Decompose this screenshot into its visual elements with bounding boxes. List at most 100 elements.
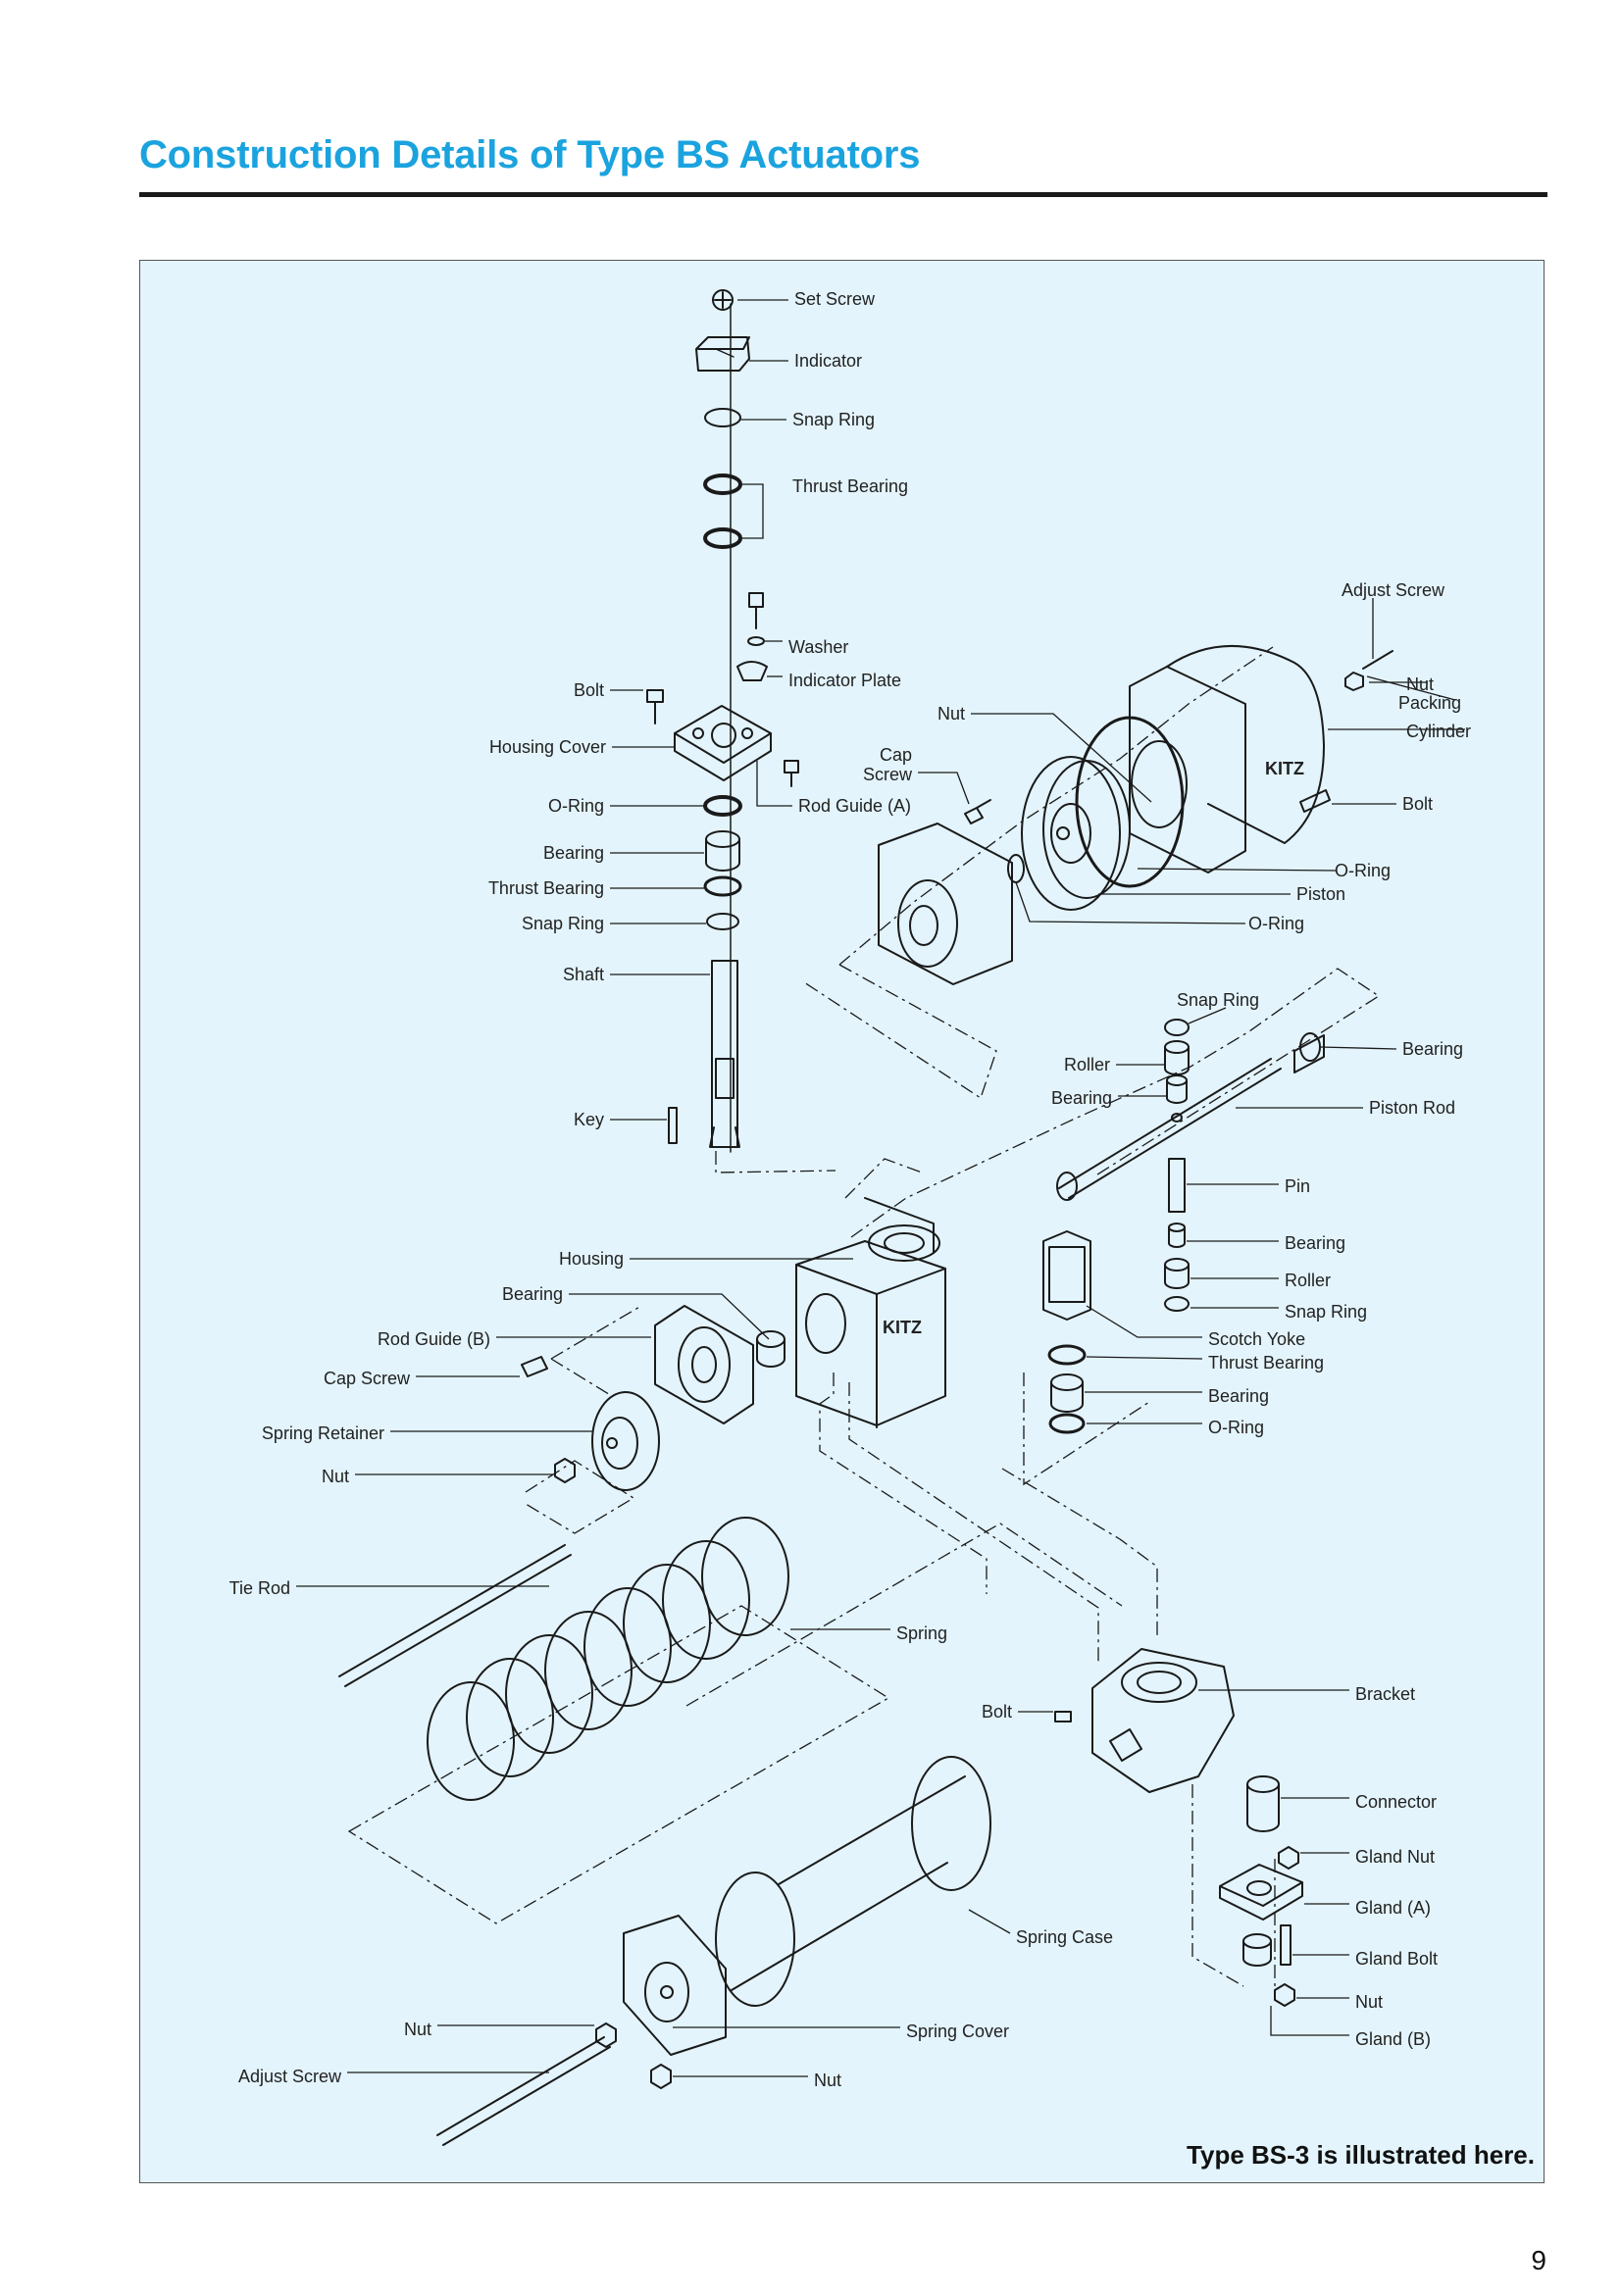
indicator-part	[695, 336, 750, 372]
label-piston-rod: Piston Rod	[1369, 1098, 1455, 1118]
label-piston: Piston	[1296, 884, 1345, 904]
bracket-part	[1091, 1648, 1235, 1793]
label-pin: Pin	[1285, 1176, 1310, 1196]
shaft-part	[709, 960, 740, 1148]
parts-drawing: KITZ	[338, 289, 1393, 2146]
svg-text:KITZ: KITZ	[883, 1318, 922, 1337]
label-nut: Nut	[814, 2071, 841, 2090]
rod-guide-a-part	[878, 823, 1013, 985]
label-o-ring: O-Ring	[1335, 861, 1391, 880]
label-gland-b: Gland (B)	[1355, 2029, 1431, 2049]
label-housing-cover: Housing Cover	[489, 737, 606, 757]
spring-case-part	[715, 1756, 991, 2007]
label-shaft: Shaft	[563, 965, 604, 984]
label-nut: Nut	[1355, 1992, 1383, 2012]
leader-line	[971, 713, 1152, 803]
label-bearing: Bearing	[1051, 1088, 1112, 1108]
label-bearing: Bearing	[1208, 1386, 1269, 1406]
label-connector: Connector	[1355, 1792, 1437, 1812]
label-snap-ring: Snap Ring	[1285, 1302, 1367, 1322]
label-washer: Washer	[788, 637, 848, 657]
cylinder-part: KITZ	[1129, 645, 1325, 873]
piston-rod-part	[1056, 1032, 1325, 1201]
spring-retainer-part	[591, 1391, 660, 1491]
label-spring-cover: Spring Cover	[906, 2021, 1009, 2041]
leader-line	[569, 1293, 770, 1340]
title-rule	[139, 192, 1547, 197]
page-number: 9	[1531, 2245, 1546, 2275]
svg-text:KITZ: KITZ	[1265, 759, 1304, 778]
leader-line	[1188, 1007, 1227, 1024]
label-spring-retainer: Spring Retainer	[262, 1423, 384, 1443]
label-o-ring: O-Ring	[1248, 914, 1304, 933]
label-gland-a: Gland (A)	[1355, 1898, 1431, 1918]
label-roller: Roller	[1064, 1055, 1110, 1074]
label-snap-ring: Snap Ring	[792, 410, 875, 429]
leader-line	[1086, 1305, 1202, 1338]
snap-ring-part	[704, 408, 741, 427]
housing-part: KITZ	[795, 1197, 946, 1428]
label-nut: Nut	[937, 704, 965, 724]
label-cap-screw: Cap Screw	[324, 1369, 411, 1388]
label-cylinder: Cylinder	[1406, 722, 1471, 741]
label-bearing: Bearing	[1402, 1039, 1463, 1059]
thrust-bearing-part	[703, 474, 742, 495]
leader-line	[740, 483, 764, 539]
leader-line	[1319, 1046, 1397, 1050]
assembly-guides	[347, 646, 1381, 1998]
label-bearing: Bearing	[1285, 1233, 1345, 1253]
label-bolt: Bolt	[982, 1702, 1012, 1722]
label-o-ring: O-Ring	[548, 796, 604, 816]
page-title: Construction Details of Type BS Actuator…	[139, 133, 921, 176]
label-spring: Spring	[896, 1623, 947, 1643]
label-thrust-bearing: Thrust Bearing	[488, 878, 604, 898]
leader-line	[1366, 675, 1456, 701]
label-bearing: Bearing	[543, 843, 604, 863]
leader-line	[1086, 1356, 1203, 1360]
label-bolt: Bolt	[1402, 794, 1433, 814]
cylinder-o-ring-part	[1075, 716, 1185, 888]
leader-line	[918, 772, 970, 805]
spring-part	[427, 1517, 789, 1801]
label-housing: Housing	[559, 1249, 624, 1269]
label-spring-case: Spring Case	[1016, 1927, 1113, 1947]
label-set-screw: Set Screw	[794, 289, 876, 309]
spring-cover-part	[623, 1915, 727, 2056]
label-nut: Nut	[322, 1467, 349, 1486]
label-indicator-plate: Indicator Plate	[788, 671, 901, 690]
diagram-panel	[139, 260, 1545, 2183]
label-nut: Nut	[404, 2020, 431, 2039]
label-gland-bolt: Gland Bolt	[1355, 1949, 1438, 1969]
label-scotch-yoke: Scotch Yoke	[1208, 1329, 1305, 1349]
label-indicator: Indicator	[794, 351, 862, 371]
piston-part	[1021, 756, 1131, 911]
label-adjust-screw: Adjust Screw	[1342, 580, 1445, 600]
rod-guide-b-part	[654, 1305, 754, 1424]
label-adjust-screw: Adjust Screw	[238, 2067, 342, 2086]
label-rod-guide-b: Rod Guide (B)	[378, 1329, 490, 1349]
label-snap-ring: Snap Ring	[522, 914, 604, 933]
label-thrust-bearing: Thrust Bearing	[1208, 1353, 1324, 1373]
leader-line	[1137, 868, 1337, 872]
label-bolt: Bolt	[574, 680, 604, 700]
label-gland-nut: Gland Nut	[1355, 1847, 1435, 1867]
scotch-yoke-part	[1042, 1230, 1091, 1321]
label-thrust-bearing: Thrust Bearing	[792, 476, 908, 496]
leader-line	[968, 1909, 1011, 1934]
label-o-ring: O-Ring	[1208, 1418, 1264, 1437]
leader-line	[1270, 2006, 1349, 2036]
label-rod-guide-a: Rod Guide (A)	[798, 796, 911, 816]
label-tie-rod: Tie Rod	[229, 1578, 290, 1598]
leader-line	[1015, 881, 1246, 924]
label-key: Key	[574, 1110, 604, 1129]
label-packing: Packing	[1398, 693, 1461, 713]
label-bracket: Bracket	[1355, 1684, 1415, 1704]
housing-cover-part	[674, 705, 772, 781]
leader-lines	[296, 299, 1465, 2077]
leader-line	[756, 761, 792, 807]
label-roller: Roller	[1285, 1271, 1331, 1290]
label-nut: Nut	[1406, 674, 1434, 694]
